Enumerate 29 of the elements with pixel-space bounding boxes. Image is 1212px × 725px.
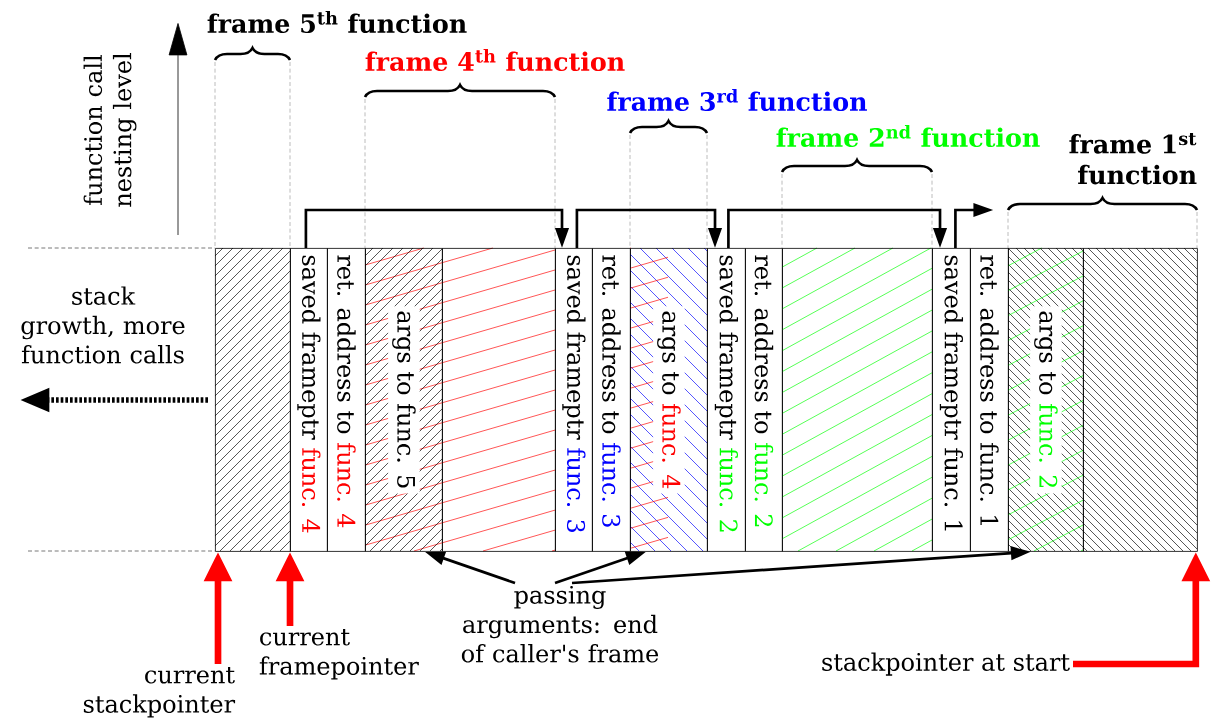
caption-text: current framepointer xyxy=(259,628,419,680)
stack-cell xyxy=(214,247,291,552)
stack-cell: saved frameptr func. 4 xyxy=(290,248,328,552)
axis-label: function call nesting level xyxy=(83,53,137,207)
stack-cell: saved frameptr func. 2 xyxy=(707,248,746,552)
stack-cell: ret. address to func. 3 xyxy=(592,248,631,552)
frame-heading: frame 5$^{th}$ function xyxy=(207,10,467,34)
stack-cell: ret. address to func. 2 xyxy=(745,248,783,552)
caption-text: stackpointer at start xyxy=(822,652,1070,676)
frame-heading: frame 2$^{nd}$ function xyxy=(776,124,1040,148)
arrow xyxy=(727,208,948,248)
stack-cell: ret. address to func. 4 xyxy=(327,248,366,552)
frame-heading: frame 1$^{st}$ function xyxy=(1069,132,1197,185)
stack-cell: saved frameptr func. 1 xyxy=(932,248,971,552)
stack-cell: saved frameptr func. 3 xyxy=(555,248,593,552)
arrow xyxy=(575,208,723,248)
stack-cell: args to func. 4 xyxy=(629,247,708,552)
caption-text: passing arguments: end of caller's frame xyxy=(461,585,659,663)
frame-heading: frame 4$^{th}$ function xyxy=(365,48,625,72)
caption-text: current stackpointer xyxy=(83,666,236,718)
stack-cell: ret. address to func. 1 xyxy=(970,248,1009,552)
stack-cell xyxy=(1082,247,1198,552)
stack-cell: args to func. 2 xyxy=(1007,247,1084,552)
stack-cell: args to func. 5 xyxy=(364,247,443,552)
stack-cell xyxy=(781,247,933,552)
stack-cell xyxy=(441,247,556,552)
frame-heading: frame 3$^{rd}$ function xyxy=(607,88,867,112)
arrow xyxy=(304,208,570,248)
note-text: stack growth, more function calls xyxy=(21,286,185,364)
